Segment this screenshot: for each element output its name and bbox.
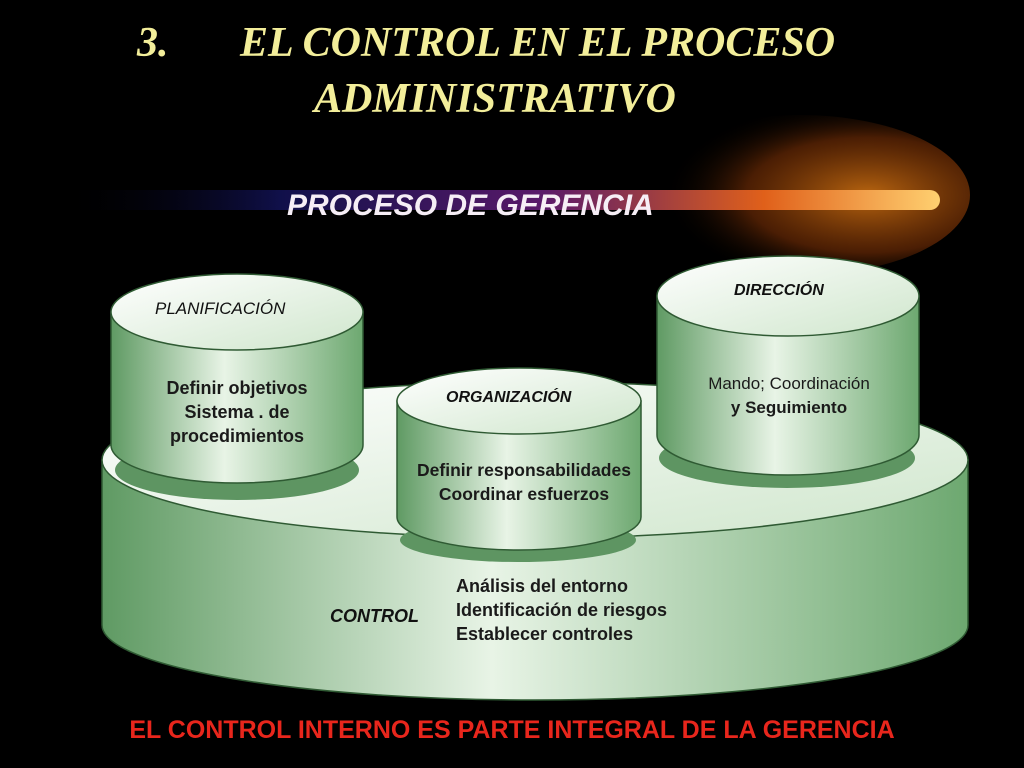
control-line-1: Análisis del entorno	[456, 576, 629, 596]
direccion-line-1: Mando; Coordinación	[708, 374, 870, 393]
planificacion-label: PLANIFICACIÓN	[155, 299, 286, 318]
control-line-2: Identificación de riesgos	[456, 600, 668, 620]
footer-statement: EL CONTROL INTERNO ES PARTE INTEGRAL DE …	[129, 716, 895, 744]
planificacion-line-2: Sistema . de	[184, 402, 290, 422]
organizacion-text: Definir responsabilidades Coordinar esfu…	[396, 458, 652, 506]
control-label: CONTROL	[330, 606, 419, 626]
planificacion-line-3: procedimientos	[169, 426, 305, 446]
planificacion-line-1: Definir objetivos	[166, 378, 308, 398]
direccion-cylinder	[656, 255, 920, 488]
organizacion-label: ORGANIZACIÓN	[446, 389, 572, 406]
direccion-label: DIRECCIÓN	[734, 282, 824, 299]
planificacion-text: Definir objetivos Sistema . de procedimi…	[120, 376, 354, 448]
title-line-2: ADMINISTRATIVO	[314, 76, 676, 122]
direccion-line-2: y Seguimiento	[730, 398, 848, 417]
organizacion-line-1: Definir responsabilidades	[417, 460, 631, 480]
title-line-1: EL CONTROL EN EL PROCESO	[240, 20, 836, 66]
title-number: 3.	[137, 20, 169, 66]
organizacion-cylinder	[396, 367, 642, 562]
direccion-text: Mando; Coordinación y Seguimiento	[668, 372, 910, 420]
control-text: Análisis del entorno Identificación de r…	[456, 574, 667, 646]
subtitle: PROCESO DE GERENCIA	[287, 189, 654, 222]
color-streak	[60, 190, 940, 210]
organizacion-line-2: Coordinar esfuerzos	[438, 484, 610, 504]
control-line-3: Establecer controles	[456, 624, 634, 644]
planificacion-cylinder	[110, 273, 364, 500]
